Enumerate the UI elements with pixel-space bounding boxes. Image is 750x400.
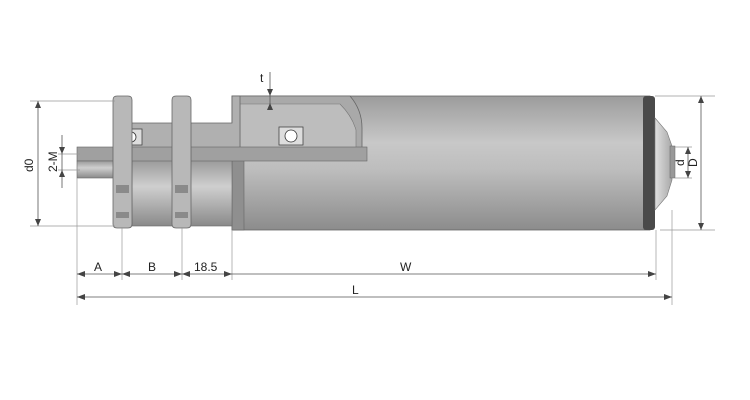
roller-tube (231, 95, 651, 231)
label-b: B (148, 260, 156, 274)
label-2m: 2-M (46, 151, 60, 172)
label-18-5: 18.5 (194, 260, 218, 274)
label-d0: d0 (22, 158, 36, 172)
sprocket-2 (171, 95, 192, 229)
dimension-lines (30, 72, 715, 305)
label-w: W (400, 260, 412, 274)
bearing-right (278, 126, 304, 146)
label-t: t (260, 71, 264, 85)
label-small-d: d (673, 159, 687, 166)
label-l: L (352, 283, 359, 297)
label-big-d: D (686, 158, 700, 167)
sprocket-1 (112, 95, 133, 229)
end-cap (643, 96, 676, 230)
label-a: A (94, 260, 102, 274)
